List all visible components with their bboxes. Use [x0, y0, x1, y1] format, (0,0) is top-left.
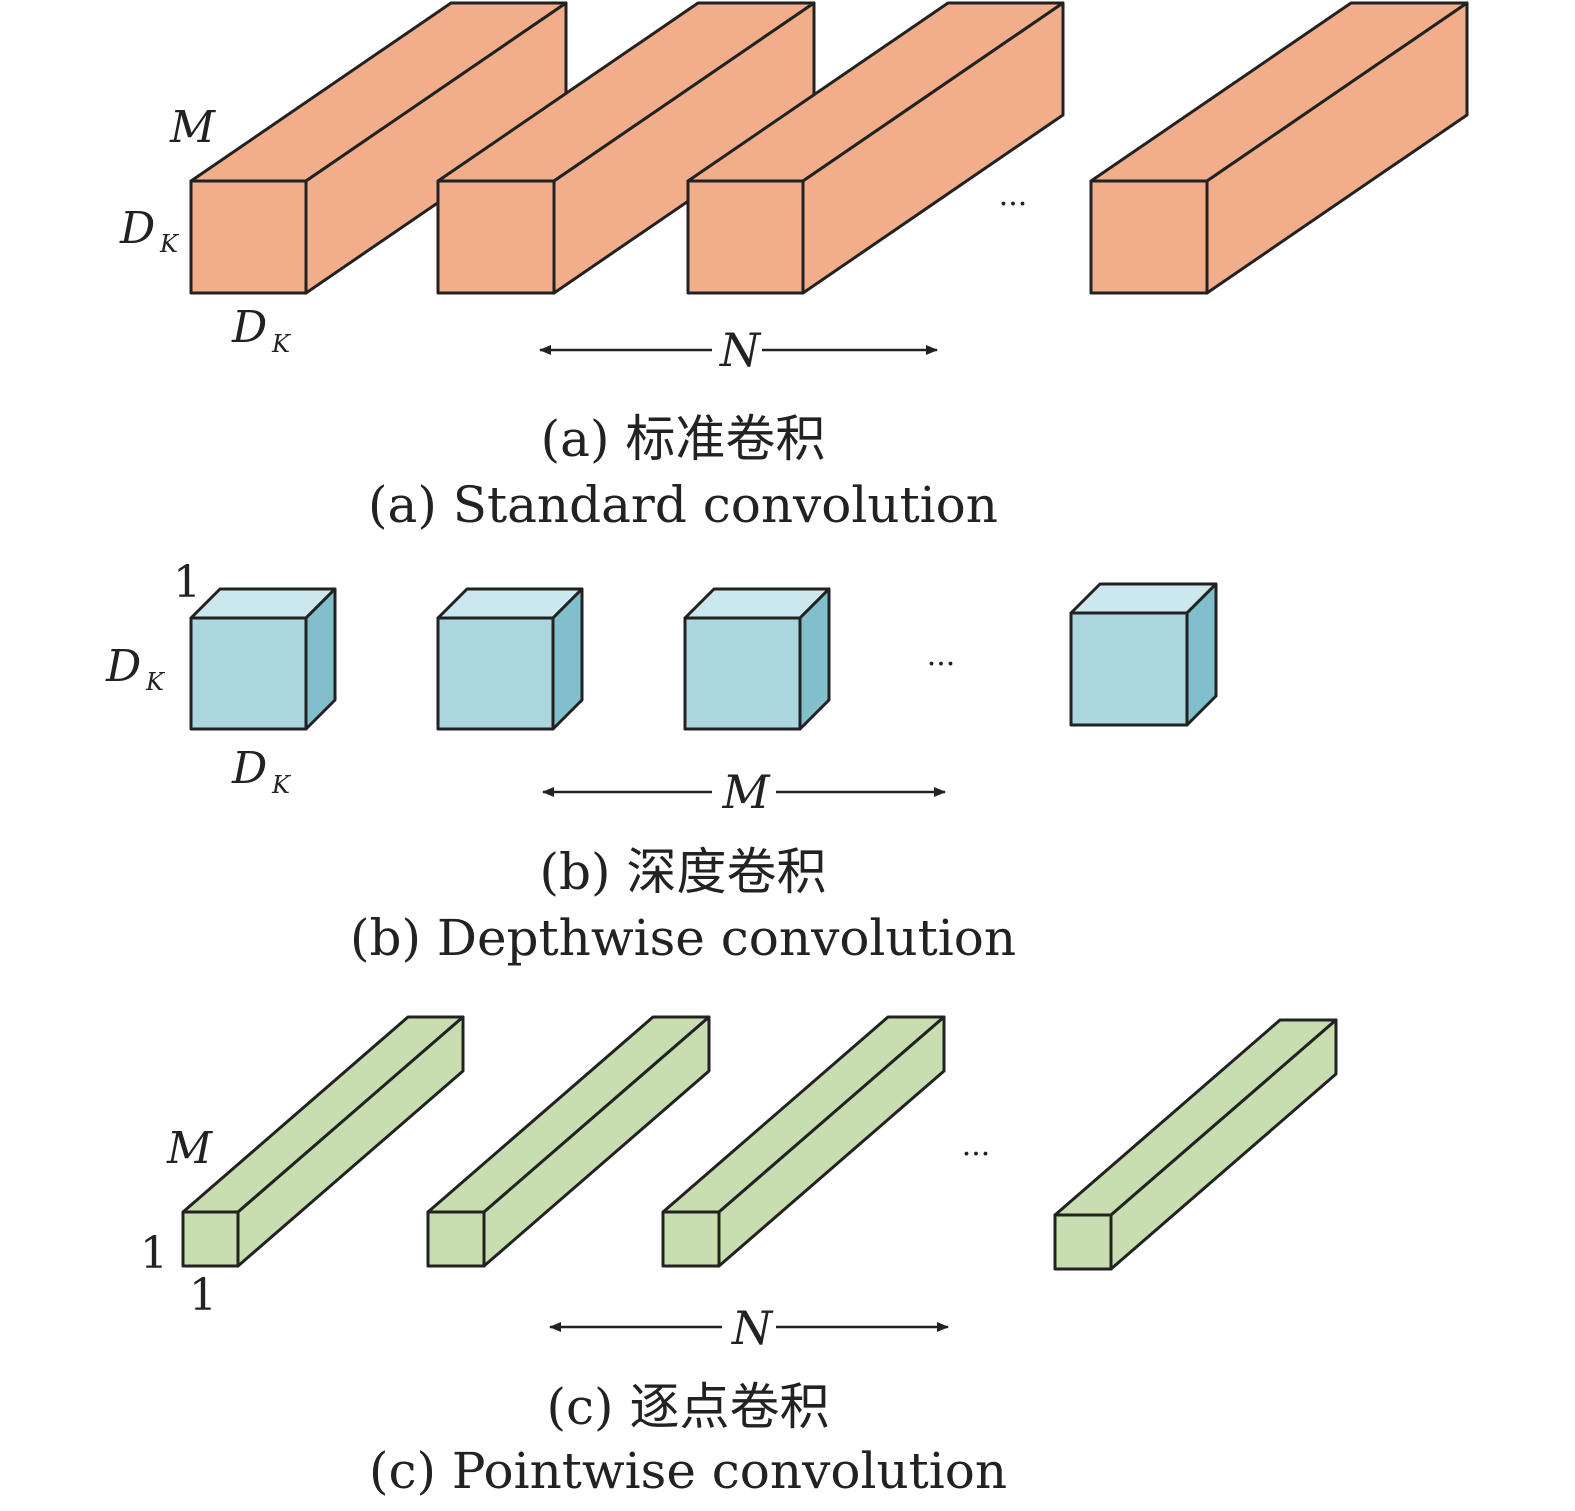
standard-filter-4: [1089, 1, 1469, 295]
svg-text:D: D: [105, 641, 141, 692]
pointwise-width-label: 1: [189, 1270, 217, 1321]
svg-text:K: K: [145, 668, 166, 696]
depthwise-filter-1: [189, 587, 337, 731]
depthwise-filter-4-front-face: [1069, 611, 1189, 727]
depthwise-depth-label: 1: [173, 557, 201, 608]
pointwise-depth-label: M: [166, 1123, 213, 1174]
pointwise-filter-2-front-face: [426, 1210, 486, 1268]
pointwise-filter-4-front-face: [1053, 1213, 1113, 1271]
pointwise-caption-cn: (c) 逐点卷积: [547, 1378, 830, 1436]
svg-text:D: D: [231, 302, 267, 353]
pointwise-filter-2: [426, 1015, 711, 1268]
standard-count-arrow: N: [539, 323, 938, 377]
standard-filter-3: [686, 1, 1065, 295]
depthwise-filter-3: [683, 587, 831, 731]
pointwise-filter-3-front-face: [661, 1210, 721, 1268]
pointwise-filter-1-front-face: [181, 1210, 240, 1268]
pointwise-count-label: N: [731, 1301, 774, 1355]
standard-filter-group: [189, 1, 1469, 295]
pointwise-ellipsis: ···: [962, 1137, 991, 1172]
depthwise-ellipsis: ···: [927, 647, 956, 682]
standard-height-label: D K: [119, 203, 180, 258]
standard-filter-1: [189, 1, 568, 295]
standard-ellipsis: ···: [999, 187, 1028, 222]
pointwise-height-label: 1: [140, 1228, 168, 1279]
pointwise-filter-1: [181, 1015, 465, 1268]
standard-filter-1-front-face: [189, 179, 308, 295]
standard-filter-4-front-face: [1089, 179, 1209, 295]
pointwise-filter-4: [1053, 1018, 1338, 1271]
depthwise-filter-2: [436, 587, 584, 731]
depthwise-height-label: D K: [105, 641, 166, 696]
svg-text:K: K: [271, 771, 292, 799]
standard-width-label: D K: [231, 302, 292, 358]
standard-caption-cn: (a) 标准卷积: [541, 410, 826, 468]
depthwise-filter-1-front-face: [189, 616, 308, 731]
depthwise-filter-3-front-face: [683, 616, 802, 731]
depthwise-filter-4: [1069, 582, 1218, 727]
pointwise-count-arrow: N: [549, 1301, 949, 1355]
standard-filter-3-front-face: [686, 179, 805, 295]
panel-depthwise-convolution: 1 D K D K ··· M (b) 深度卷积 (b) Depthwise c…: [105, 557, 1218, 967]
depthwise-filter-2-front-face: [436, 616, 555, 731]
standard-caption-en: (a) Standard convolution: [368, 476, 998, 534]
standard-filter-2-front-face: [436, 179, 556, 295]
depthwise-width-label: D K: [231, 743, 292, 799]
depthwise-caption-cn: (b) 深度卷积: [540, 843, 827, 901]
pointwise-caption-en: (c) Pointwise convolution: [369, 1442, 1007, 1500]
svg-text:D: D: [119, 203, 155, 254]
pointwise-filter-group: [181, 1015, 1338, 1271]
depthwise-count-arrow: M: [542, 765, 946, 819]
depthwise-filter-group: [189, 582, 1218, 731]
panel-standard-convolution: M D K D K ··· N (a) 标准卷积 (a) Standard co…: [119, 1, 1469, 534]
pointwise-filter-3: [661, 1015, 946, 1268]
svg-text:K: K: [271, 330, 292, 358]
panel-pointwise-convolution: M 1 1 ··· N (c) 逐点卷积 (c) Pointwise convo…: [140, 1015, 1338, 1500]
svg-text:D: D: [231, 743, 267, 794]
standard-count-label: N: [719, 323, 762, 377]
svg-text:K: K: [159, 230, 180, 258]
depthwise-count-label: M: [721, 765, 771, 819]
standard-depth-label: M: [169, 102, 216, 153]
depthwise-caption-en: (b) Depthwise convolution: [350, 909, 1016, 967]
